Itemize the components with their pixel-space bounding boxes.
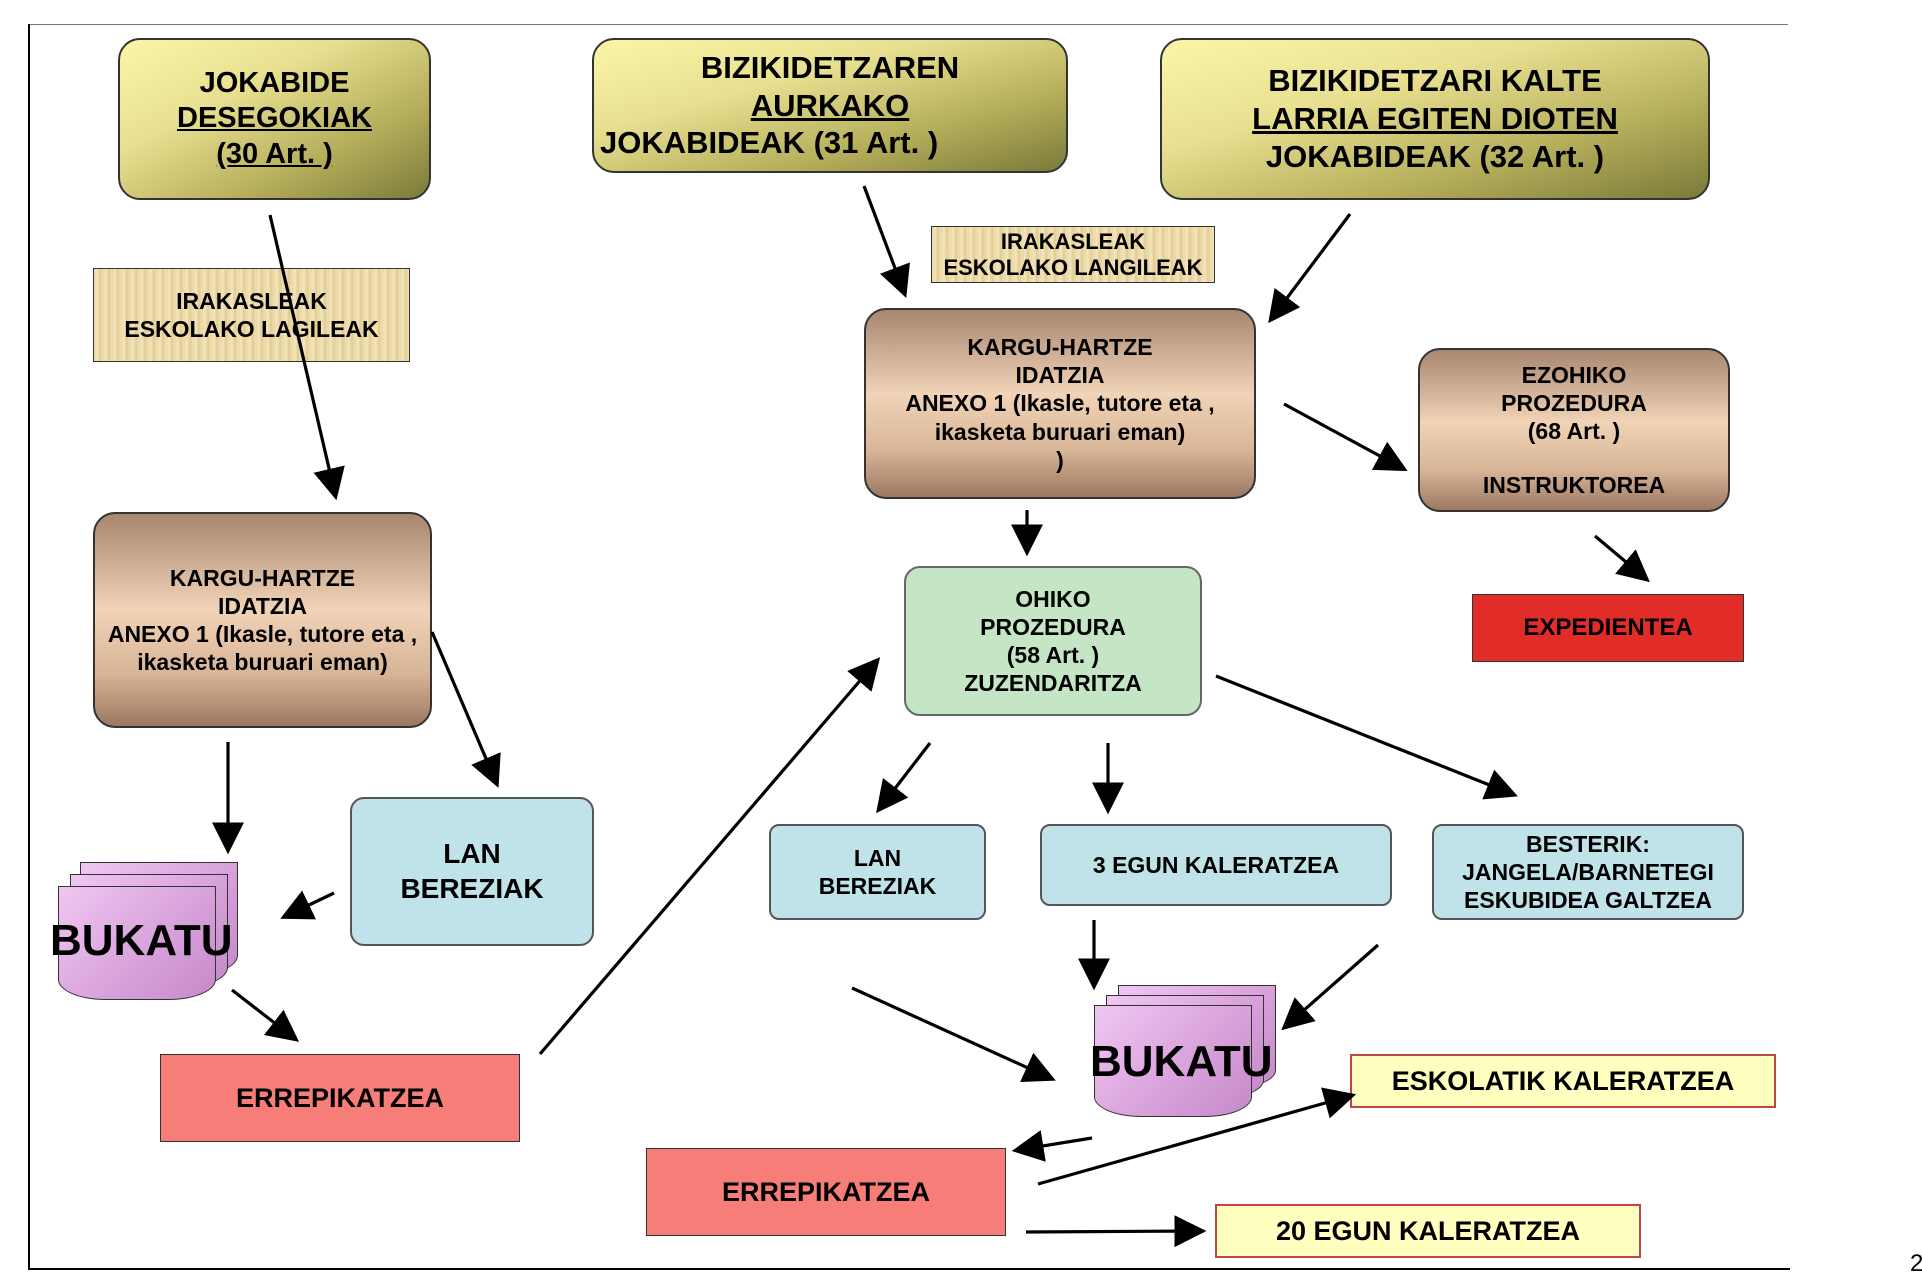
irakasleak-left-label: IRAKASLEAK ESKOLAKO LAGILEAK <box>93 268 410 362</box>
box-line: 20 EGUN KALERATZEA <box>1275 1215 1581 1246</box>
lan-bereziak-left-box: LAN BEREZIAK <box>350 797 594 946</box>
arrow <box>862 185 910 298</box>
arrow <box>268 214 345 501</box>
box-line: ) <box>1056 446 1064 473</box>
bukatu-left-stack: BUKATU <box>50 862 248 1022</box>
arrow <box>851 986 1056 1082</box>
errepikatzea-left-box: ERREPIKATZEA <box>160 1054 520 1142</box>
arrow <box>1593 534 1650 583</box>
box-line: (68 Art. ) <box>1527 418 1621 444</box>
arrow <box>1215 674 1518 800</box>
arrow <box>430 631 501 788</box>
egun-3-kaleratzea-box: 3 EGUN KALERATZEA <box>1040 824 1392 906</box>
box-line: JOKABIDEAK (32 Art. ) <box>1265 138 1605 174</box>
box-line: ANEXO 1 (Ikasle, tutore eta , <box>107 621 418 647</box>
ezohiko-prozedura-box: EZOHIKO PROZEDURA (68 Art. ) INSTRUKTORE… <box>1418 348 1730 512</box>
box-line: LAN <box>853 844 902 871</box>
box-line: ESKOLATIK KALERATZEA <box>1391 1065 1735 1096</box>
box-line: JANGELA/BARNETEGI <box>1462 858 1714 885</box>
box-line: DESEGOKIAK <box>177 102 372 135</box>
box-line: INSTRUKTOREA <box>1482 472 1666 499</box>
box-line: ZUZENDARITZA <box>964 670 1142 697</box>
box-line: IDATZIA <box>217 592 307 619</box>
box-line: ESKOLAKO LAGILEAK <box>124 316 379 342</box>
box-line: LAN <box>443 838 501 870</box>
arrow <box>1268 213 1352 324</box>
kargu-hartze-mid-box: KARGU-HARTZE IDATZIA ANEXO 1 (Ikasle, tu… <box>864 308 1256 499</box>
box-line: BEREZIAK <box>400 872 544 904</box>
box-line: (58 Art. ) <box>1006 642 1100 668</box>
egun-20-kaleratzea-box: 20 EGUN KALERATZEA <box>1215 1204 1641 1258</box>
box-line: KARGU-HARTZE <box>169 564 356 591</box>
box-line: EZOHIKO <box>1521 361 1627 388</box>
arrow <box>231 988 300 1042</box>
box-line: OHIKO <box>1015 585 1091 612</box>
box-line: JOKABIDEAK (31 Art. ) <box>600 125 939 161</box>
jokabide-desegokiak-box: JOKABIDE DESEGOKIAK (30 Art. ) <box>118 38 431 200</box>
box-line: AURKAKO <box>750 87 910 123</box>
kargu-hartze-left-box: KARGU-HARTZE IDATZIA ANEXO 1 (Ikasle, tu… <box>93 512 432 728</box>
box-line: ERREPIKATZEA <box>721 1176 930 1207</box>
arrow <box>538 657 881 1056</box>
box-line: IRAKASLEAK <box>1000 229 1146 255</box>
box-line: ikasketa buruari eman) <box>934 418 1186 445</box>
bukatu-mid-stack: BUKATU <box>1090 985 1284 1135</box>
aurkako-jokabideak-box: BIZIKIDETZAREN AURKAKO JOKABIDEAK (31 Ar… <box>592 38 1068 173</box>
lan-bereziak-mid-box: LAN BEREZIAK <box>769 824 986 920</box>
box-line: IDATZIA <box>1015 362 1105 389</box>
ohiko-prozedura-box: OHIKO PROZEDURA (58 Art. ) ZUZENDARITZA <box>904 566 1202 716</box>
page-number: 2 <box>1910 1250 1922 1277</box>
box-line: IRAKASLEAK <box>176 287 327 314</box>
document-sheet <box>58 886 216 1000</box>
bukatu-mid-label: BUKATU <box>1090 1037 1273 1086</box>
eskolatik-kaleratzea-box: ESKOLATIK KALERATZEA <box>1350 1054 1776 1108</box>
box-line: (30 Art. ) <box>216 137 333 170</box>
document-sheet <box>1094 1005 1252 1117</box>
box-line: EXPEDIENTEA <box>1523 614 1693 642</box>
arrow <box>1011 1130 1093 1162</box>
box-line: PROZEDURA <box>1501 389 1647 416</box>
frame-top-line <box>28 24 1788 25</box>
box-line: ESKUBIDEA GALTZEA <box>1464 887 1712 914</box>
besterik-box: BESTERIK: JANGELA/BARNETEGI ESKUBIDEA GA… <box>1432 824 1744 920</box>
arrow <box>1283 402 1408 472</box>
box-line: 3 EGUN KALERATZEA <box>1092 851 1340 878</box>
box-line: BIZIKIDETZARI KALTE <box>1268 63 1602 99</box>
box-line: PROZEDURA <box>980 613 1126 640</box>
kalte-larria-box: BIZIKIDETZARI KALTE LARRIA EGITEN DIOTEN… <box>1160 38 1710 200</box>
box-line: LARRIA EGITEN DIOTEN <box>1252 101 1618 137</box>
box-line: ANEXO 1 (Ikasle, tutore eta , <box>905 390 1215 417</box>
box-line: BEREZIAK <box>818 873 937 899</box>
box-line: ESKOLAKO LANGILEAK <box>943 254 1203 280</box>
box-line: KARGU-HARTZE <box>967 334 1153 361</box>
errepikatzea-mid-box: ERREPIKATZEA <box>646 1148 1006 1236</box>
arrow <box>1281 943 1380 1031</box>
expedientea-box: EXPEDIENTEA <box>1472 594 1744 662</box>
box-line: BESTERIK: <box>1526 830 1650 857</box>
arrow <box>280 890 335 920</box>
bukatu-left-label: BUKATU <box>50 916 233 965</box>
irakasleak-mid-label: IRAKASLEAK ESKOLAKO LANGILEAK <box>931 226 1215 283</box>
slide-frame <box>28 24 1790 1270</box>
arrow <box>1037 1087 1357 1186</box>
box-line: JOKABIDE <box>199 66 350 99</box>
box-line: BIZIKIDETZAREN <box>700 49 960 85</box>
box-line: ikasketa buruari eman) <box>137 649 388 676</box>
arrow <box>876 742 932 814</box>
box-line: ERREPIKATZEA <box>235 1082 444 1113</box>
arrow <box>1025 1215 1207 1248</box>
